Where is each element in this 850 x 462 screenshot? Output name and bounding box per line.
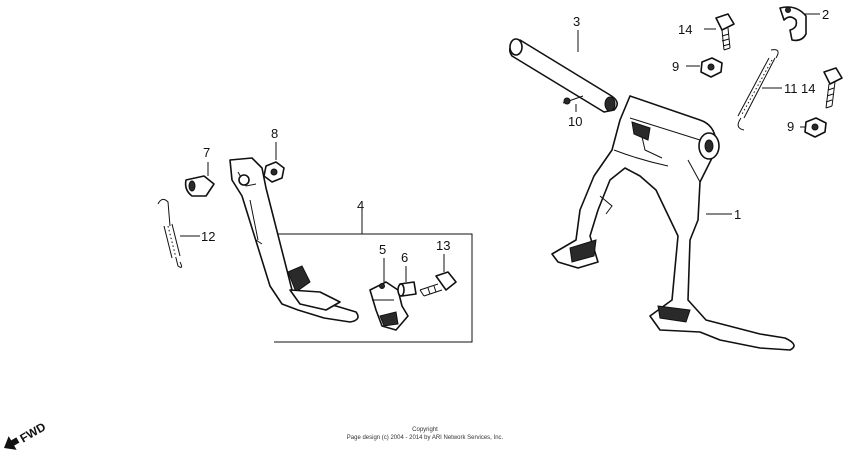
part-12-spring[interactable] bbox=[157, 198, 183, 268]
callout-4[interactable]: 4 bbox=[357, 198, 364, 213]
copyright-notice: Copyright Page design (c) 2004 - 2014 by… bbox=[347, 427, 504, 441]
part-3-pipe[interactable] bbox=[509, 38, 618, 113]
part-10-pin[interactable] bbox=[562, 95, 584, 105]
callout-1[interactable]: 1 bbox=[734, 207, 741, 222]
part-13-bolt[interactable] bbox=[419, 271, 457, 297]
part-8-nut[interactable] bbox=[263, 161, 285, 183]
callout-6[interactable]: 6 bbox=[401, 250, 408, 265]
leader-lines bbox=[180, 13, 820, 282]
callout-2[interactable]: 2 bbox=[822, 7, 829, 22]
copyright-line-2: Page design (c) 2004 - 2014 by ARI Netwo… bbox=[347, 435, 504, 441]
callouts: 1 2 3 4 5 6 7 8 9 9 10 11 12 13 14 14 bbox=[201, 7, 829, 265]
part-14-bolt-right[interactable] bbox=[823, 67, 843, 109]
fwd-label: FWD bbox=[17, 419, 48, 445]
callout-7[interactable]: 7 bbox=[203, 145, 210, 160]
callout-9-right[interactable]: 9 bbox=[787, 119, 794, 134]
callout-9-upper[interactable]: 9 bbox=[672, 59, 679, 74]
part-14-bolt-upper[interactable] bbox=[715, 13, 735, 51]
part-11-spring[interactable] bbox=[737, 49, 779, 131]
part-2-bracket[interactable] bbox=[779, 6, 807, 42]
callout-14-upper[interactable]: 14 bbox=[678, 22, 692, 37]
callout-10[interactable]: 10 bbox=[568, 114, 582, 129]
fwd-arrow: FWD bbox=[4, 419, 48, 450]
callout-3[interactable]: 3 bbox=[573, 14, 580, 29]
part-6-collar[interactable] bbox=[397, 281, 417, 297]
part-4-side-stand[interactable] bbox=[229, 157, 359, 323]
callout-5[interactable]: 5 bbox=[379, 242, 386, 257]
callout-14-right[interactable]: 14 bbox=[801, 81, 815, 96]
copyright-line-1: Copyright bbox=[412, 427, 438, 433]
part-1-main-stand[interactable] bbox=[551, 95, 795, 351]
part-9-nut-right[interactable] bbox=[804, 117, 827, 138]
callout-13[interactable]: 13 bbox=[436, 238, 450, 253]
part-9-nut-upper[interactable] bbox=[700, 57, 723, 78]
part-7-stopper[interactable] bbox=[184, 175, 215, 197]
part-4-group-outline bbox=[262, 233, 473, 343]
callout-8[interactable]: 8 bbox=[271, 126, 278, 141]
callout-11[interactable]: 11 bbox=[784, 81, 798, 96]
callout-12[interactable]: 12 bbox=[201, 229, 215, 244]
fwd-arrow-icon bbox=[4, 436, 20, 450]
